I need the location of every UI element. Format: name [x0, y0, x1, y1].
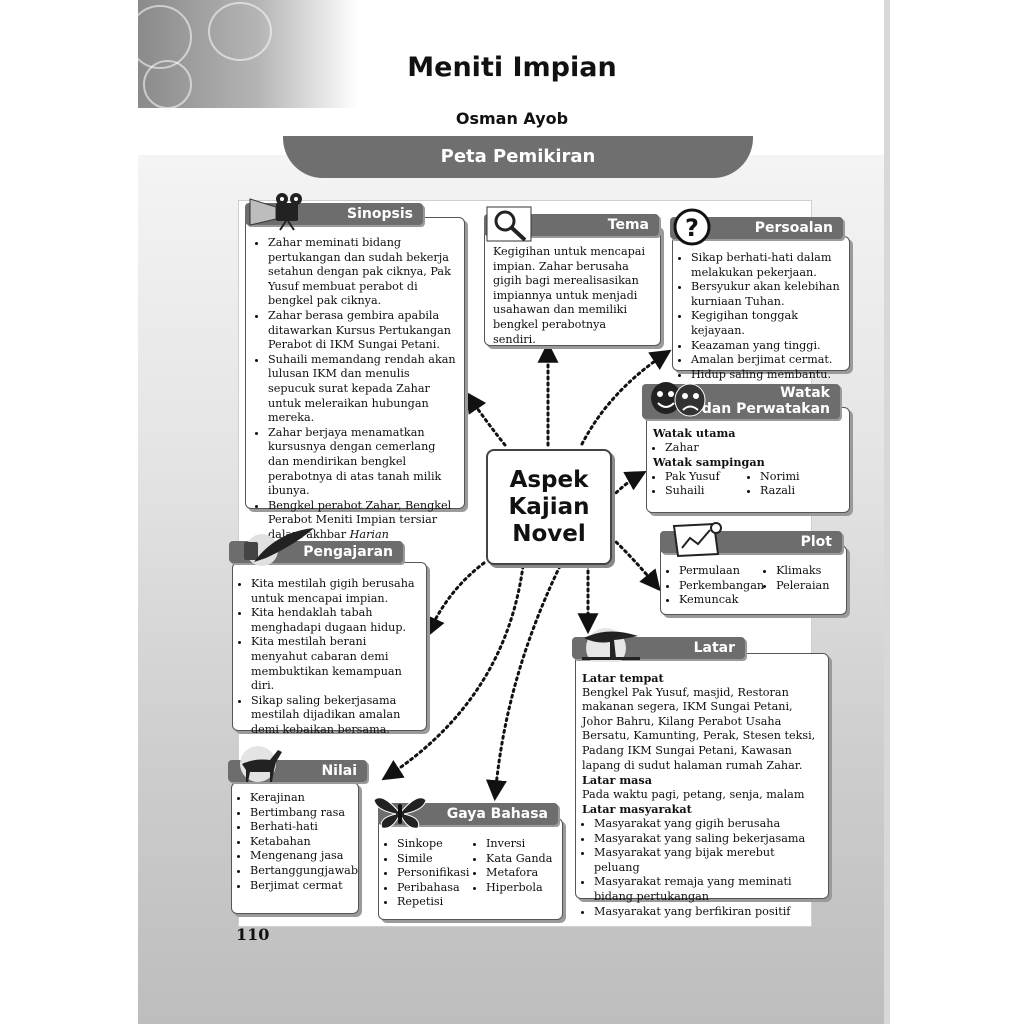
list-item: Bertimbang rasa	[250, 806, 354, 821]
list-item: Ketabahan	[250, 835, 354, 850]
svg-text:?: ?	[685, 214, 699, 242]
magnifier-icon	[485, 205, 535, 245]
film-camera-icon	[248, 191, 314, 231]
list-item: Peribahasa	[397, 881, 474, 896]
list-item: Sikap berhati-hati dalam melakukan peker…	[691, 251, 843, 280]
list-item: Repetisi	[397, 895, 474, 910]
watak-sampingan-label: Watak sampingan	[653, 455, 843, 470]
list-item: Berhati-hati	[250, 820, 354, 835]
list-item: Hidup saling membantu.	[691, 368, 843, 383]
quill-icon	[236, 524, 318, 568]
latar-tempat-label: Latar tempat	[582, 671, 822, 686]
latar-masyarakat-label: Latar masyarakat	[582, 802, 822, 817]
list-item: Hiperbola	[486, 881, 556, 896]
list-item: Kita hendaklah tabah menghadapi dugaan h…	[251, 606, 420, 635]
list-item: Masyarakat yang bijak merebut peluang	[594, 846, 822, 875]
list-item: Masyarakat yang gigih berusaha	[594, 817, 822, 832]
arrow-gaya-bahasa	[495, 566, 560, 797]
list-item: Sikap saling bekerjasama mestilah dijadi…	[251, 694, 420, 738]
list-item: Zahar berasa gembira apabila ditawarkan …	[268, 309, 458, 353]
list-item: Kita mestilah berani menyahut cabaran de…	[251, 635, 420, 693]
list-item: Klimaks	[776, 564, 840, 579]
list-item: Peleraian	[776, 579, 840, 594]
list-item: Simile	[397, 852, 474, 867]
theatre-masks-icon	[648, 380, 710, 418]
latar-tempat-text: Bengkel Pak Yusuf, masjid, Restoran maka…	[582, 686, 822, 774]
nilai-list: Kerajinan Bertimbang rasa Berhati-hati K…	[232, 783, 358, 893]
gaya-bahasa-box: Sinkope Simile Personifikasi Peribahasa …	[378, 818, 563, 920]
deer-icon	[234, 742, 290, 786]
latar-masa-label: Latar masa	[582, 773, 822, 788]
list-item: Personifikasi	[397, 866, 474, 881]
list-item: Zahar meminati bidang pertukangan dan su…	[268, 236, 458, 309]
watak-utama-label: Watak utama	[653, 426, 843, 441]
list-item: Kata Ganda	[486, 852, 556, 867]
butterfly-icon	[372, 792, 428, 832]
list-item: Razali	[760, 484, 843, 499]
pengajaran-box: Kita mestilah gigih berusaha untuk menca…	[232, 562, 427, 731]
list-item: Masyarakat yang saling bekerjasama	[594, 832, 822, 847]
list-item: Zahar	[665, 441, 843, 456]
list-item: Mengenang jasa	[250, 849, 354, 864]
list-item: Zahar berjaya menamatkan kursusnya denga…	[268, 426, 458, 499]
question-icon: ?	[671, 207, 715, 247]
persoalan-list: Sikap berhati-hati dalam melakukan peker…	[673, 237, 849, 382]
list-item: Suhaili	[665, 484, 748, 499]
list-item: Permulaan	[679, 564, 764, 579]
list-item: Masyarakat yang berfikiran positif	[594, 905, 822, 920]
list-item: Sinkope	[397, 837, 474, 852]
list-item: Bersyukur akan kelebihan kurniaan Tuhan.	[691, 280, 843, 309]
list-item: Kegigihan tonggak kejayaan.	[691, 309, 843, 338]
tree-icon	[578, 624, 644, 662]
list-item: Bertanggungjawab	[250, 864, 354, 879]
persoalan-box: Sikap berhati-hati dalam melakukan peker…	[672, 236, 850, 371]
list-item: Norimi	[760, 470, 843, 485]
list-item: Metafora	[486, 866, 556, 881]
latar-box: Latar tempat Bengkel Pak Yusuf, masjid, …	[575, 653, 829, 899]
list-item: Inversi	[486, 837, 556, 852]
central-topic: Aspek Kajian Novel	[486, 449, 612, 565]
latar-masa-text: Pada waktu pagi, petang, senja, malam	[582, 788, 822, 803]
watak-box: Watak utama Zahar Watak sampingan Pak Yu…	[646, 407, 850, 513]
list-item: Pak Yusuf	[665, 470, 748, 485]
sinopsis-list: Zahar meminati bidang pertukangan dan su…	[246, 218, 464, 557]
list-item: Kemuncak	[679, 593, 764, 608]
arrow-sinopsis	[468, 395, 505, 445]
arrow-pengajaran	[428, 563, 484, 634]
sinopsis-box: Zahar meminati bidang pertukangan dan su…	[245, 217, 465, 509]
list-item: Kita mestilah gigih berusaha untuk menca…	[251, 577, 420, 606]
list-item: Suhaili memandang rendah akan lulusan IK…	[268, 353, 458, 426]
list-item: Berjimat cermat	[250, 879, 354, 894]
arrow-plot	[612, 538, 658, 588]
list-item: Kerajinan	[250, 791, 354, 806]
arrow-watak	[612, 473, 643, 497]
chart-scroll-icon	[668, 520, 724, 558]
list-item: Masyarakat remaja yang meminati bidang p…	[594, 875, 822, 904]
nilai-box: Kerajinan Bertimbang rasa Berhati-hati K…	[231, 782, 359, 914]
list-item: Amalan berjimat cermat.	[691, 353, 843, 368]
list-item: Keazaman yang tinggi.	[691, 339, 843, 354]
page-number: 110	[236, 925, 269, 944]
list-item: Perkembangan	[679, 579, 764, 594]
pengajaran-list: Kita mestilah gigih berusaha untuk menca…	[233, 563, 426, 738]
